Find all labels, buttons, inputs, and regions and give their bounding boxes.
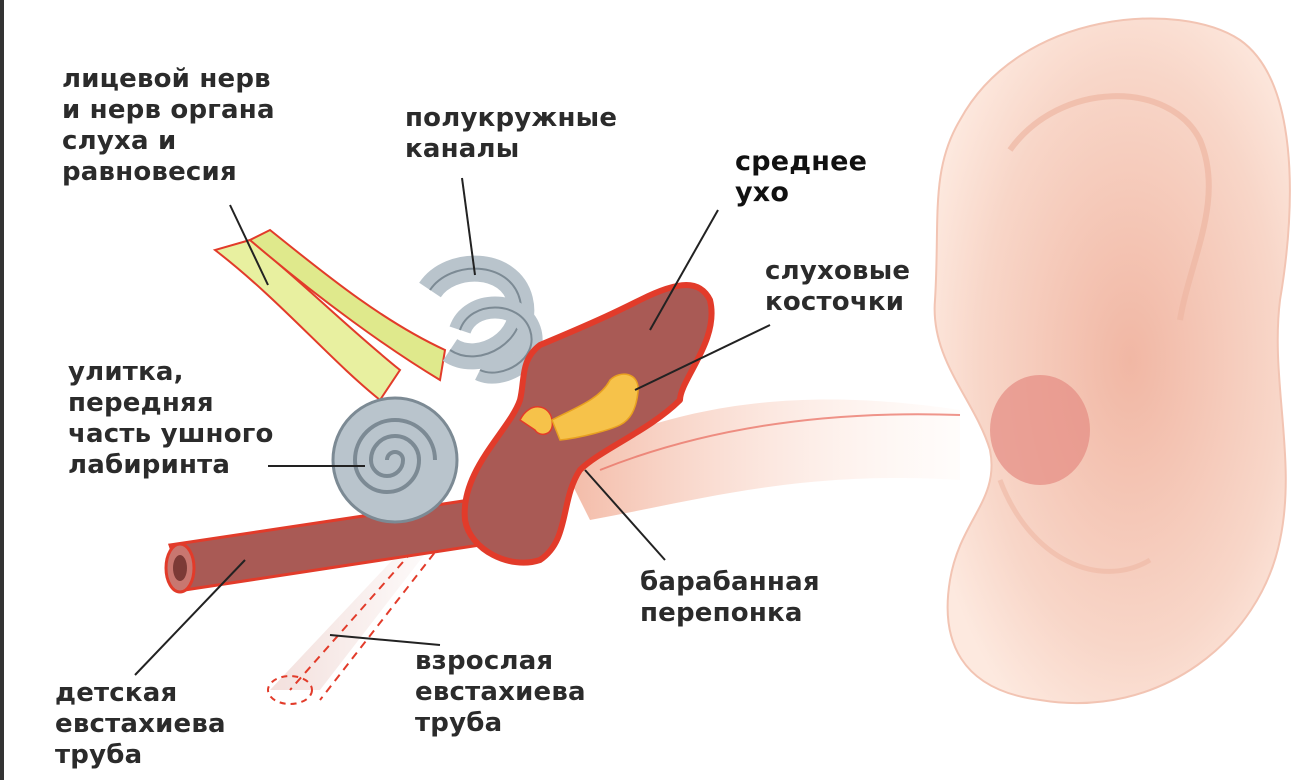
- outer-ear: [935, 19, 1290, 704]
- label-adult-tube: взрослая евстахиева труба: [415, 646, 586, 739]
- label-cochlea: улитка, передняя часть ушного лабиринта: [68, 357, 274, 481]
- cochlea: [333, 398, 457, 522]
- label-child-tube: детская евстахиева труба: [55, 678, 226, 771]
- frame-left-border: [0, 0, 4, 780]
- label-middle-ear: среднее ухо: [735, 146, 867, 208]
- label-eardrum: барабанная перепонка: [640, 567, 820, 629]
- child-eustachian-tube: [166, 500, 480, 592]
- label-facial-nerve: лицевой нерв и нерв органа слуха и равно…: [62, 64, 275, 188]
- label-semicircular-canals: полукружные каналы: [405, 103, 617, 165]
- label-ossicles: слуховые косточки: [765, 256, 910, 318]
